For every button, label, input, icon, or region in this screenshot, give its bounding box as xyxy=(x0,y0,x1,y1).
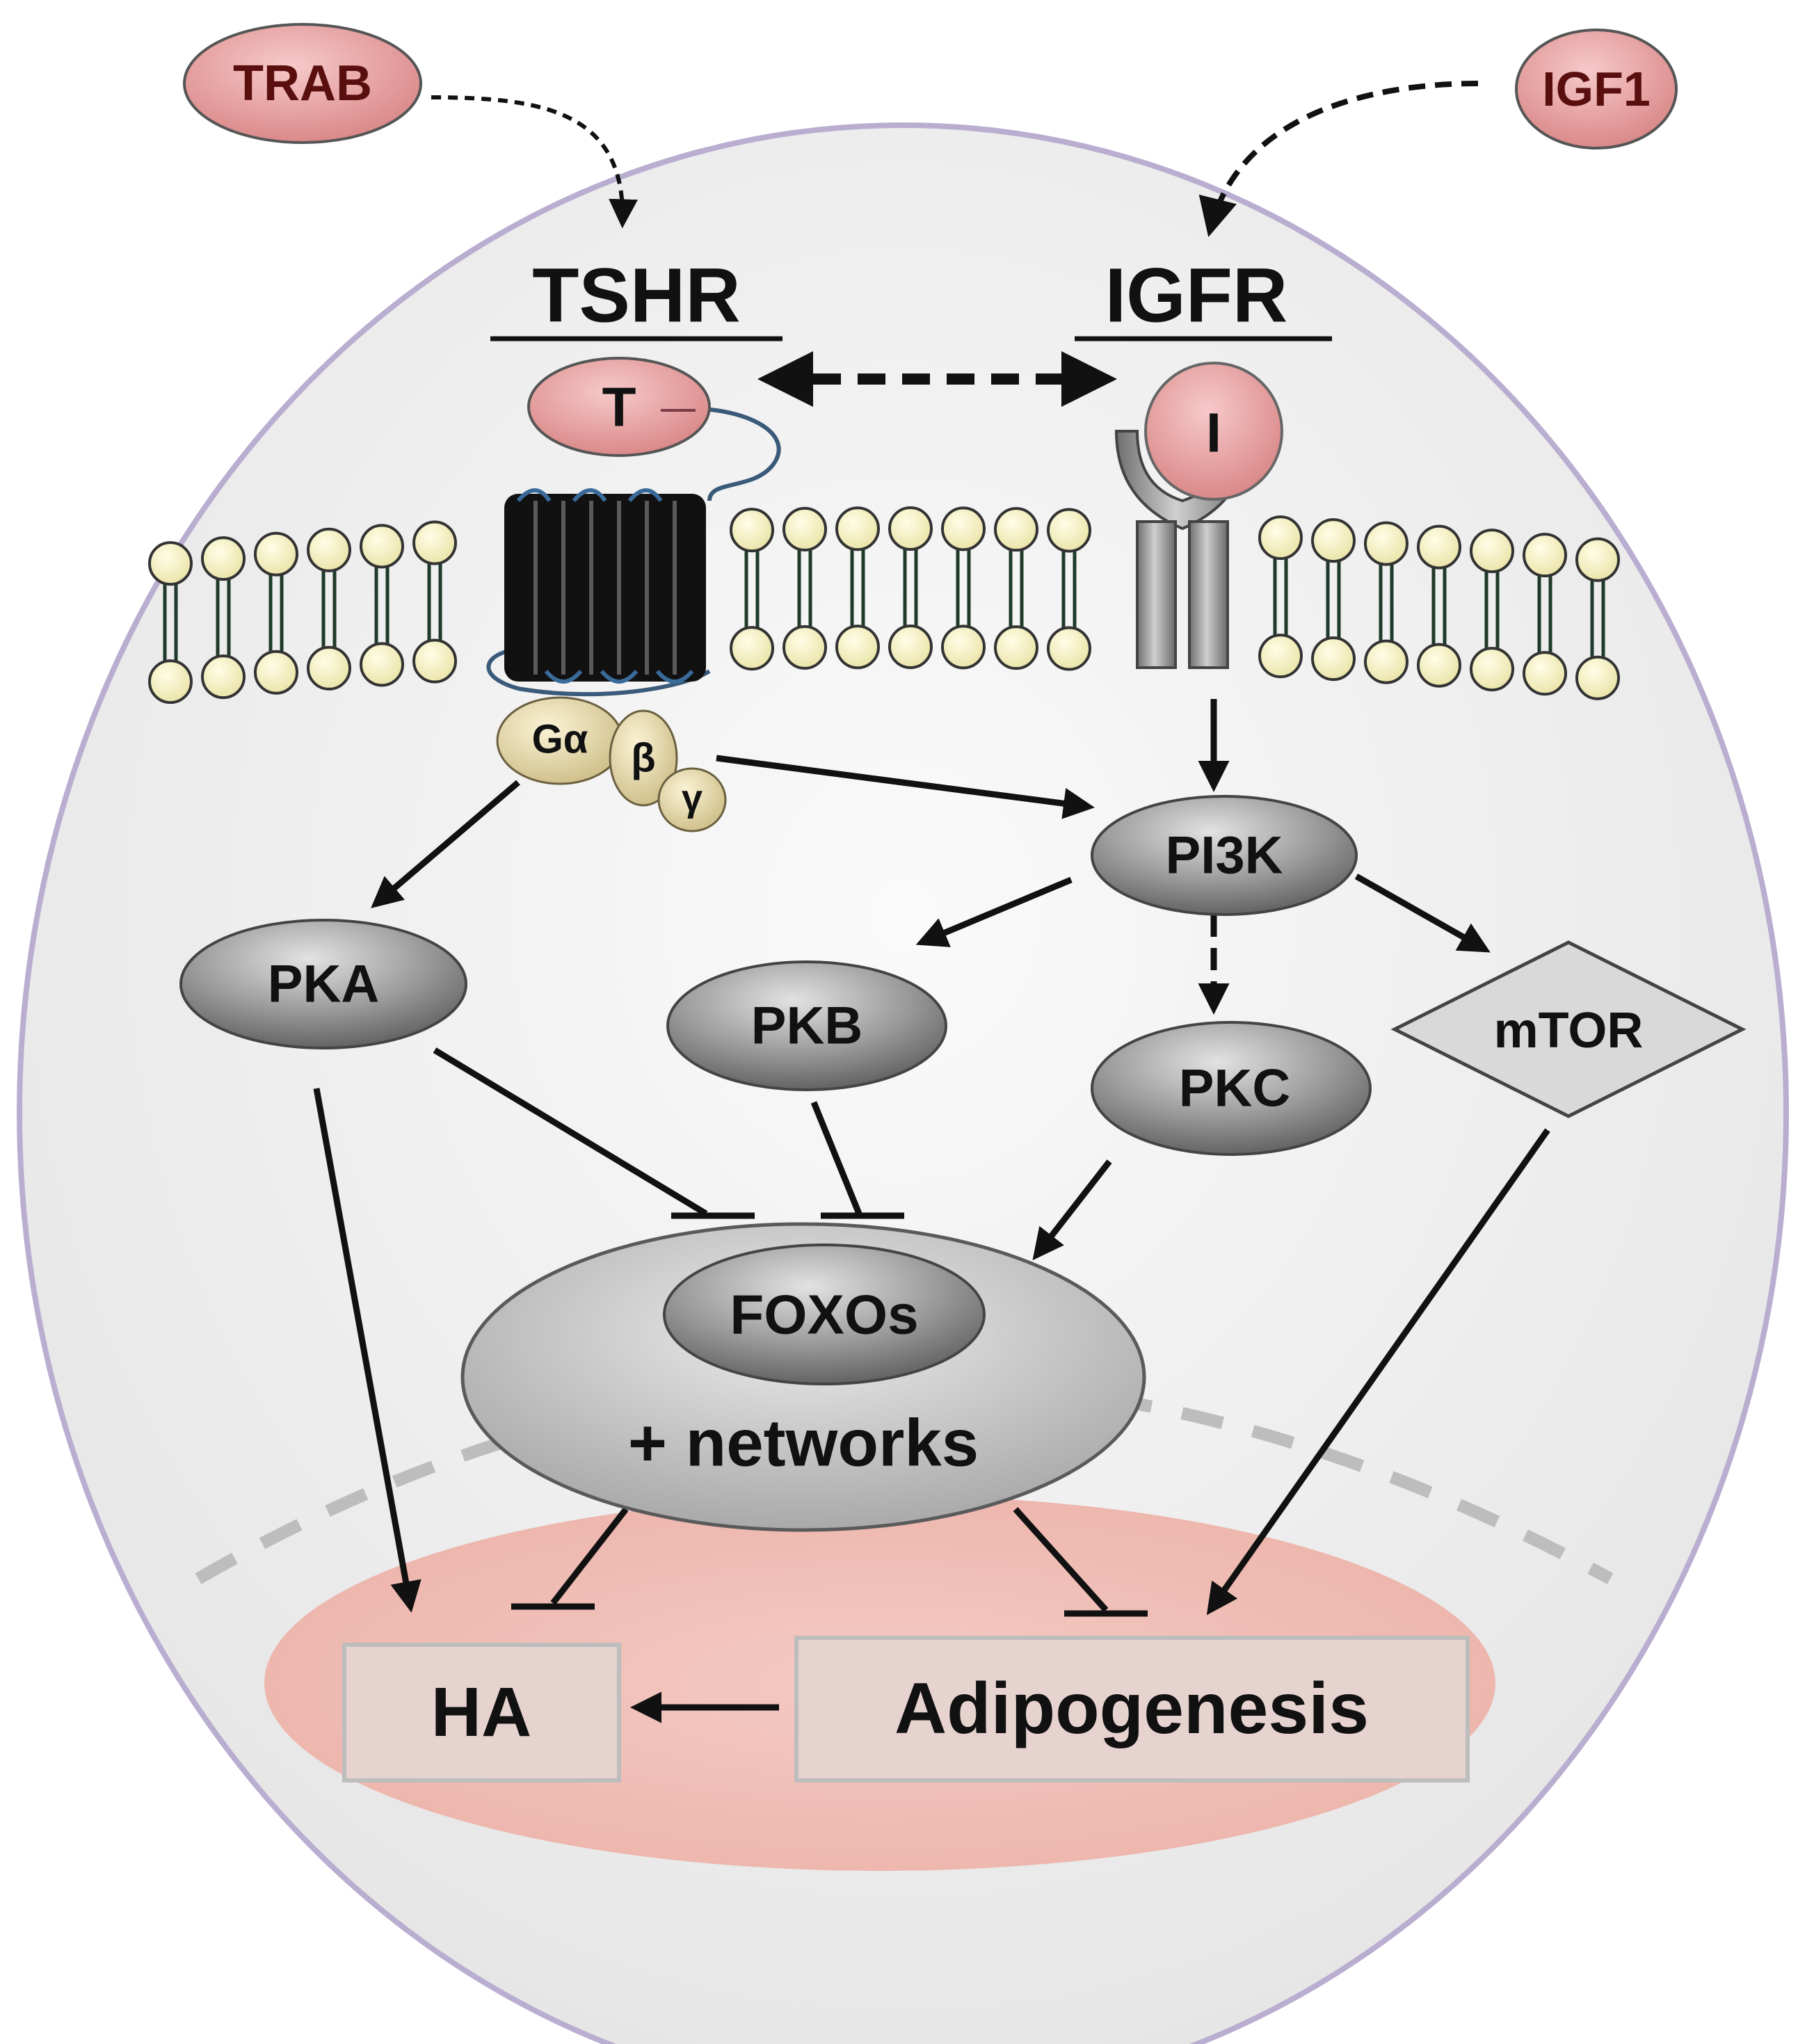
trab-to-tshr-arrow xyxy=(431,95,639,229)
lipid-head xyxy=(994,625,1038,670)
mtor-label: mTOR xyxy=(1494,1003,1644,1059)
pkc-node: PKC xyxy=(1091,1021,1372,1156)
ha-box: HA xyxy=(342,1643,621,1783)
lipid-bilayer xyxy=(148,506,1620,705)
lipid-head xyxy=(1523,533,1567,578)
lipid-head xyxy=(941,506,986,552)
igf1-ligand: IGF1 xyxy=(1515,29,1678,150)
lipid-head xyxy=(835,625,880,670)
lipid-head xyxy=(1417,524,1461,570)
pi3k-node: PI3K xyxy=(1091,795,1358,916)
lipid-head xyxy=(888,625,933,670)
networks-inhibits-adipogenesis xyxy=(1013,1506,1109,1613)
lipid-head xyxy=(1470,529,1514,574)
lipid-head xyxy=(941,625,986,670)
foxos-label: FOXOs xyxy=(730,1284,918,1346)
pka-node: PKA xyxy=(179,919,467,1049)
lipid-head xyxy=(1311,518,1356,563)
lipid-head xyxy=(782,625,827,670)
lipid-head xyxy=(1470,647,1514,692)
pi3k-to-pkb-arrow xyxy=(915,876,1073,947)
lipid-head xyxy=(307,527,351,572)
networks-inhibits-ha xyxy=(550,1507,629,1605)
lipid-head xyxy=(148,659,193,705)
trab-label: TRAB xyxy=(233,56,372,111)
lipid-head xyxy=(1047,508,1091,553)
lipid-head xyxy=(1575,537,1620,582)
lipid-head xyxy=(1575,655,1620,700)
g-gamma-label: γ xyxy=(682,778,703,819)
lipid-head xyxy=(1417,643,1461,688)
lipid-head xyxy=(201,536,246,581)
lipid-head xyxy=(201,654,246,700)
lipid-head xyxy=(1047,626,1091,671)
lipid-head xyxy=(254,650,298,695)
tshr-ligand-label: T xyxy=(602,376,636,438)
g-protein: Gα β γ xyxy=(496,696,727,832)
adipogenesis-label: Adipogenesis xyxy=(894,1668,1369,1749)
lipid-head xyxy=(1364,521,1408,566)
tshr-bound-ligand: T xyxy=(527,357,711,457)
lipid-head xyxy=(148,541,193,586)
networks-label: + networks xyxy=(628,1406,979,1481)
lipid-head xyxy=(994,507,1038,552)
lipid-head xyxy=(412,520,457,565)
lipid-head xyxy=(835,506,880,552)
lipid-head xyxy=(730,508,774,553)
lipid-head xyxy=(360,524,404,569)
foxos-networks-complex: FOXOs + networks xyxy=(460,1222,1146,1532)
lipid-head xyxy=(412,638,457,684)
lipid-head xyxy=(254,531,298,577)
lipid-head xyxy=(307,645,351,691)
gprotein-to-pka-arrow xyxy=(371,780,520,908)
tshr-title: TSHR xyxy=(532,253,740,339)
mtor-to-adipogenesis-arrow xyxy=(1206,1128,1550,1616)
pkc-label: PKC xyxy=(1179,1059,1290,1118)
lipid-head xyxy=(1523,651,1567,696)
igfr-bound-ligand: I xyxy=(1144,362,1283,501)
igfr-title: IGFR xyxy=(1105,253,1288,339)
gprotein-to-pi3k-arrow xyxy=(716,755,1095,819)
pkb-label: PKB xyxy=(751,997,862,1056)
pkb-node: PKB xyxy=(666,960,947,1091)
pi3k-label: PI3K xyxy=(1166,826,1283,885)
lipid-head xyxy=(360,642,404,687)
tshr-receptor xyxy=(486,406,781,697)
g-beta-label: β xyxy=(631,736,655,781)
tshr-loop xyxy=(486,406,781,697)
lipid-head xyxy=(1258,515,1303,561)
igfr-ligand-label: I xyxy=(1206,402,1221,464)
trab-ligand: TRAB xyxy=(183,23,422,144)
pkc-to-foxos-arrow xyxy=(1032,1159,1112,1261)
pi3k-to-mtor-arrow xyxy=(1354,874,1491,953)
lipid-head xyxy=(1311,636,1356,682)
lipid-head xyxy=(730,626,774,671)
pka-to-ha-arrow xyxy=(313,1088,422,1613)
igf1-label: IGF1 xyxy=(1542,62,1651,116)
pka-inhibits-foxos xyxy=(433,1047,708,1216)
adipogenesis-box: Adipogenesis xyxy=(794,1636,1470,1783)
lipid-head xyxy=(782,506,827,552)
g-alpha-label: Gα xyxy=(532,717,588,762)
lipid-head xyxy=(1258,634,1303,679)
ha-label: HA xyxy=(431,1673,531,1751)
lipid-head xyxy=(888,506,933,552)
pka-label: PKA xyxy=(268,955,379,1014)
pkb-inhibits-foxos xyxy=(810,1101,862,1215)
lipid-head xyxy=(1364,639,1408,684)
igfr-receptor xyxy=(1114,430,1251,669)
igf1-to-igfr-arrow xyxy=(1198,81,1479,237)
mtor-node: mTOR xyxy=(1390,940,1747,1118)
